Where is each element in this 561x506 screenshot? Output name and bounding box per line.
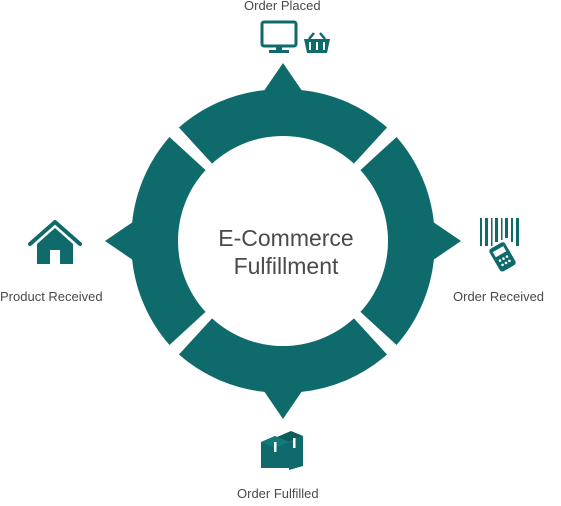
boxes-icon bbox=[261, 431, 303, 470]
computer-and-basket-icon bbox=[260, 20, 330, 53]
stage-label-product-received: Product Received bbox=[0, 289, 103, 304]
center-title-line1: E-Commerce bbox=[218, 225, 353, 251]
ring-segment-right bbox=[360, 136, 461, 346]
ring-segment-top bbox=[178, 63, 388, 164]
stage-label-order-placed: Order Placed bbox=[244, 0, 321, 13]
ring-segment-left bbox=[105, 136, 206, 346]
barcode-scanner-icon bbox=[480, 218, 519, 272]
stage-label-order-fulfilled: Order Fulfilled bbox=[237, 486, 319, 501]
ring-segment-bottom bbox=[178, 318, 388, 419]
center-title-line2: Fulfillment bbox=[234, 253, 339, 279]
stage-label-order-received: Order Received bbox=[453, 289, 545, 304]
house-icon bbox=[28, 220, 82, 264]
cycle-ring bbox=[105, 63, 461, 419]
